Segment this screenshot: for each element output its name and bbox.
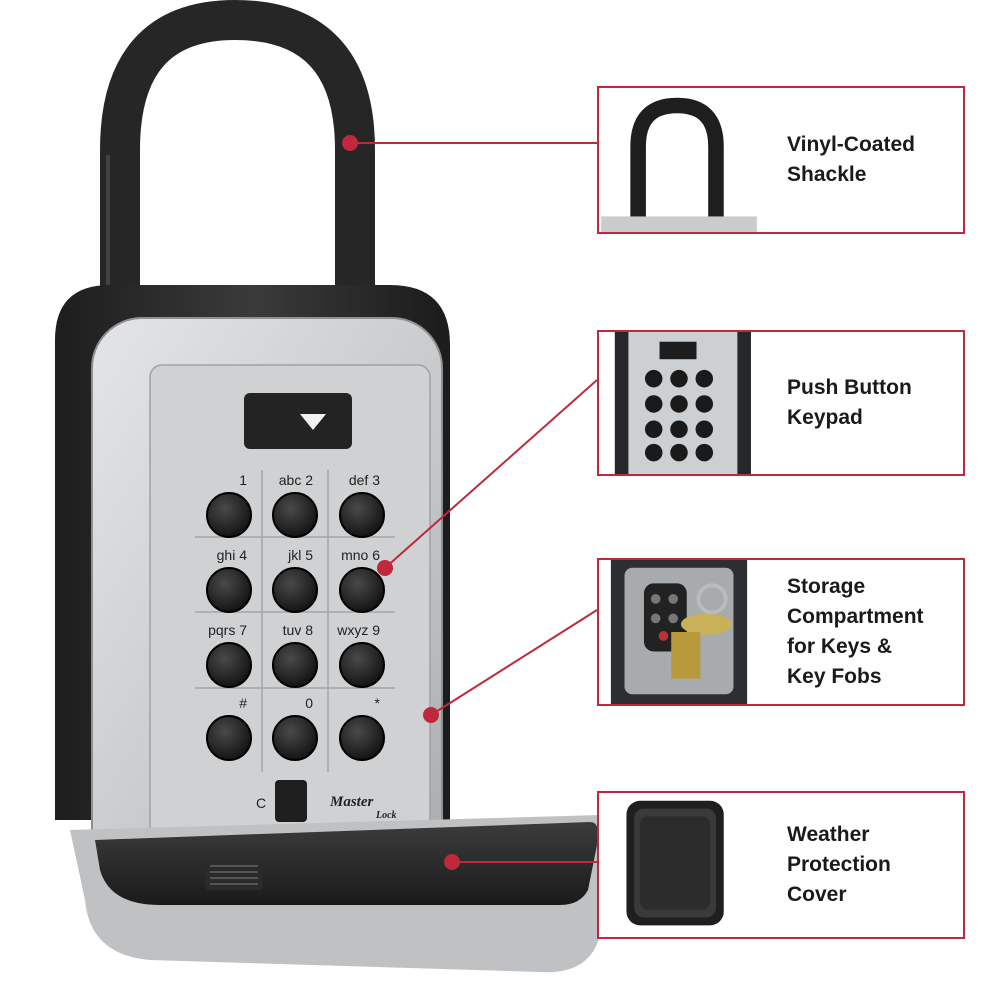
callout-dot-keypad bbox=[377, 560, 393, 576]
feature-text-line: Protection bbox=[787, 853, 891, 876]
feature-text-line: Compartment bbox=[787, 605, 924, 628]
keypad-button[interactable] bbox=[340, 643, 384, 687]
keypad-key-label: tuv 8 bbox=[283, 622, 314, 638]
keypad-button[interactable] bbox=[340, 716, 384, 760]
keypad-button[interactable] bbox=[273, 716, 317, 760]
keypad-button[interactable] bbox=[207, 643, 251, 687]
thumbnail-key bbox=[695, 395, 714, 413]
keypad-key-label: wxyz 9 bbox=[336, 622, 380, 638]
thumbnail-key bbox=[695, 420, 714, 439]
feature-label-cover: Weather Protection Cover bbox=[787, 793, 891, 937]
feature-label-shackle: Vinyl-Coated Shackle bbox=[787, 88, 915, 232]
feature-text-line: Cover bbox=[787, 883, 847, 906]
keypad-button-rim bbox=[272, 642, 318, 688]
keypad-key-label: mno 6 bbox=[341, 547, 380, 563]
keypad-button[interactable] bbox=[207, 716, 251, 760]
feature-label-storage: Storage Compartment for Keys & Key Fobs bbox=[787, 560, 924, 704]
feature-text-line: for Keys & bbox=[787, 635, 893, 658]
keypad-key-label: 0 bbox=[305, 695, 313, 711]
thumbnail-key bbox=[644, 395, 663, 413]
feature-box-keypad: Push Button Keypad bbox=[597, 330, 965, 476]
callout-dot-shackle bbox=[342, 135, 358, 151]
keypad-key-label: jkl 5 bbox=[287, 547, 313, 563]
feature-text-line: Push Button bbox=[787, 376, 912, 399]
feature-label-keypad: Push Button Keypad bbox=[787, 332, 912, 474]
brand-name: Master bbox=[329, 794, 374, 810]
clear-key-label: C bbox=[256, 795, 266, 811]
feature-text-line: Vinyl-Coated bbox=[787, 133, 915, 156]
keypad-button[interactable] bbox=[273, 493, 317, 537]
keypad-key-label: # bbox=[239, 695, 247, 711]
keypad: 1 abc 2 def 3 ghi 4 jkl 5 mno 6 pqrs 7 tuv 8 wxy… bbox=[206, 472, 385, 761]
keypad-key-label: 1 bbox=[239, 472, 247, 488]
keypad-key-label: pqrs 7 bbox=[208, 622, 247, 638]
keypad-button-rim bbox=[339, 642, 385, 688]
thumbnail-key bbox=[670, 420, 688, 439]
keypad-button-rim bbox=[206, 715, 252, 761]
release-slider[interactable] bbox=[244, 393, 352, 449]
keypad-thumbnail bbox=[614, 332, 751, 474]
keypad-button[interactable] bbox=[340, 568, 384, 612]
callout-dot-storage bbox=[423, 707, 439, 723]
callouts bbox=[342, 135, 598, 870]
feature-box-storage: Storage Compartment for Keys & Key Fobs bbox=[597, 558, 965, 706]
thumbnail-key bbox=[644, 420, 663, 439]
thumbnail-key bbox=[644, 369, 663, 388]
feature-box-cover: Weather Protection Cover bbox=[597, 791, 965, 939]
keypad-button-rim bbox=[206, 567, 252, 613]
cover-thumbnail bbox=[626, 800, 724, 926]
thumbnail-key bbox=[670, 443, 688, 462]
keypad-key-label: abc 2 bbox=[279, 472, 313, 488]
storage-thumbnail bbox=[610, 560, 748, 704]
keypad-key-label: def 3 bbox=[349, 472, 380, 488]
keypad-button[interactable] bbox=[207, 568, 251, 612]
keypad-key-label: * bbox=[375, 695, 381, 711]
thumbnail-key bbox=[670, 395, 688, 413]
keypad-button-rim bbox=[272, 567, 318, 613]
arrow-down-icon bbox=[300, 414, 326, 430]
keypad-key-label: ghi 4 bbox=[217, 547, 248, 563]
keypad-button[interactable] bbox=[273, 568, 317, 612]
thumbnail-key bbox=[644, 443, 663, 462]
feature-box-shackle: Vinyl-Coated Shackle bbox=[597, 86, 965, 234]
keypad-button-rim bbox=[206, 492, 252, 538]
feature-text-line: Keypad bbox=[787, 406, 863, 429]
keypad-button-rim bbox=[272, 715, 318, 761]
keypad-button[interactable] bbox=[273, 643, 317, 687]
clear-key-button[interactable] bbox=[275, 780, 307, 822]
callout-dot-cover bbox=[444, 854, 460, 870]
keypad-button-rim bbox=[339, 492, 385, 538]
shackle-thumbnail bbox=[601, 97, 757, 232]
keypad-button[interactable] bbox=[340, 493, 384, 537]
feature-text-line: Shackle bbox=[787, 163, 867, 186]
shackle bbox=[100, 0, 375, 310]
thumbnail-key bbox=[695, 369, 714, 388]
feature-text-line: Key Fobs bbox=[787, 665, 882, 688]
thumbnail-key bbox=[695, 443, 714, 462]
keypad-button-rim bbox=[272, 492, 318, 538]
keypad-button-rim bbox=[339, 567, 385, 613]
keypad-button-rim bbox=[339, 715, 385, 761]
keypad-button[interactable] bbox=[207, 493, 251, 537]
feature-text-line: Weather bbox=[787, 823, 870, 846]
thumbnail-key bbox=[670, 369, 688, 388]
keypad-button-rim bbox=[206, 642, 252, 688]
brand-sub: Lock bbox=[375, 810, 397, 821]
feature-text-line: Storage bbox=[787, 575, 866, 598]
